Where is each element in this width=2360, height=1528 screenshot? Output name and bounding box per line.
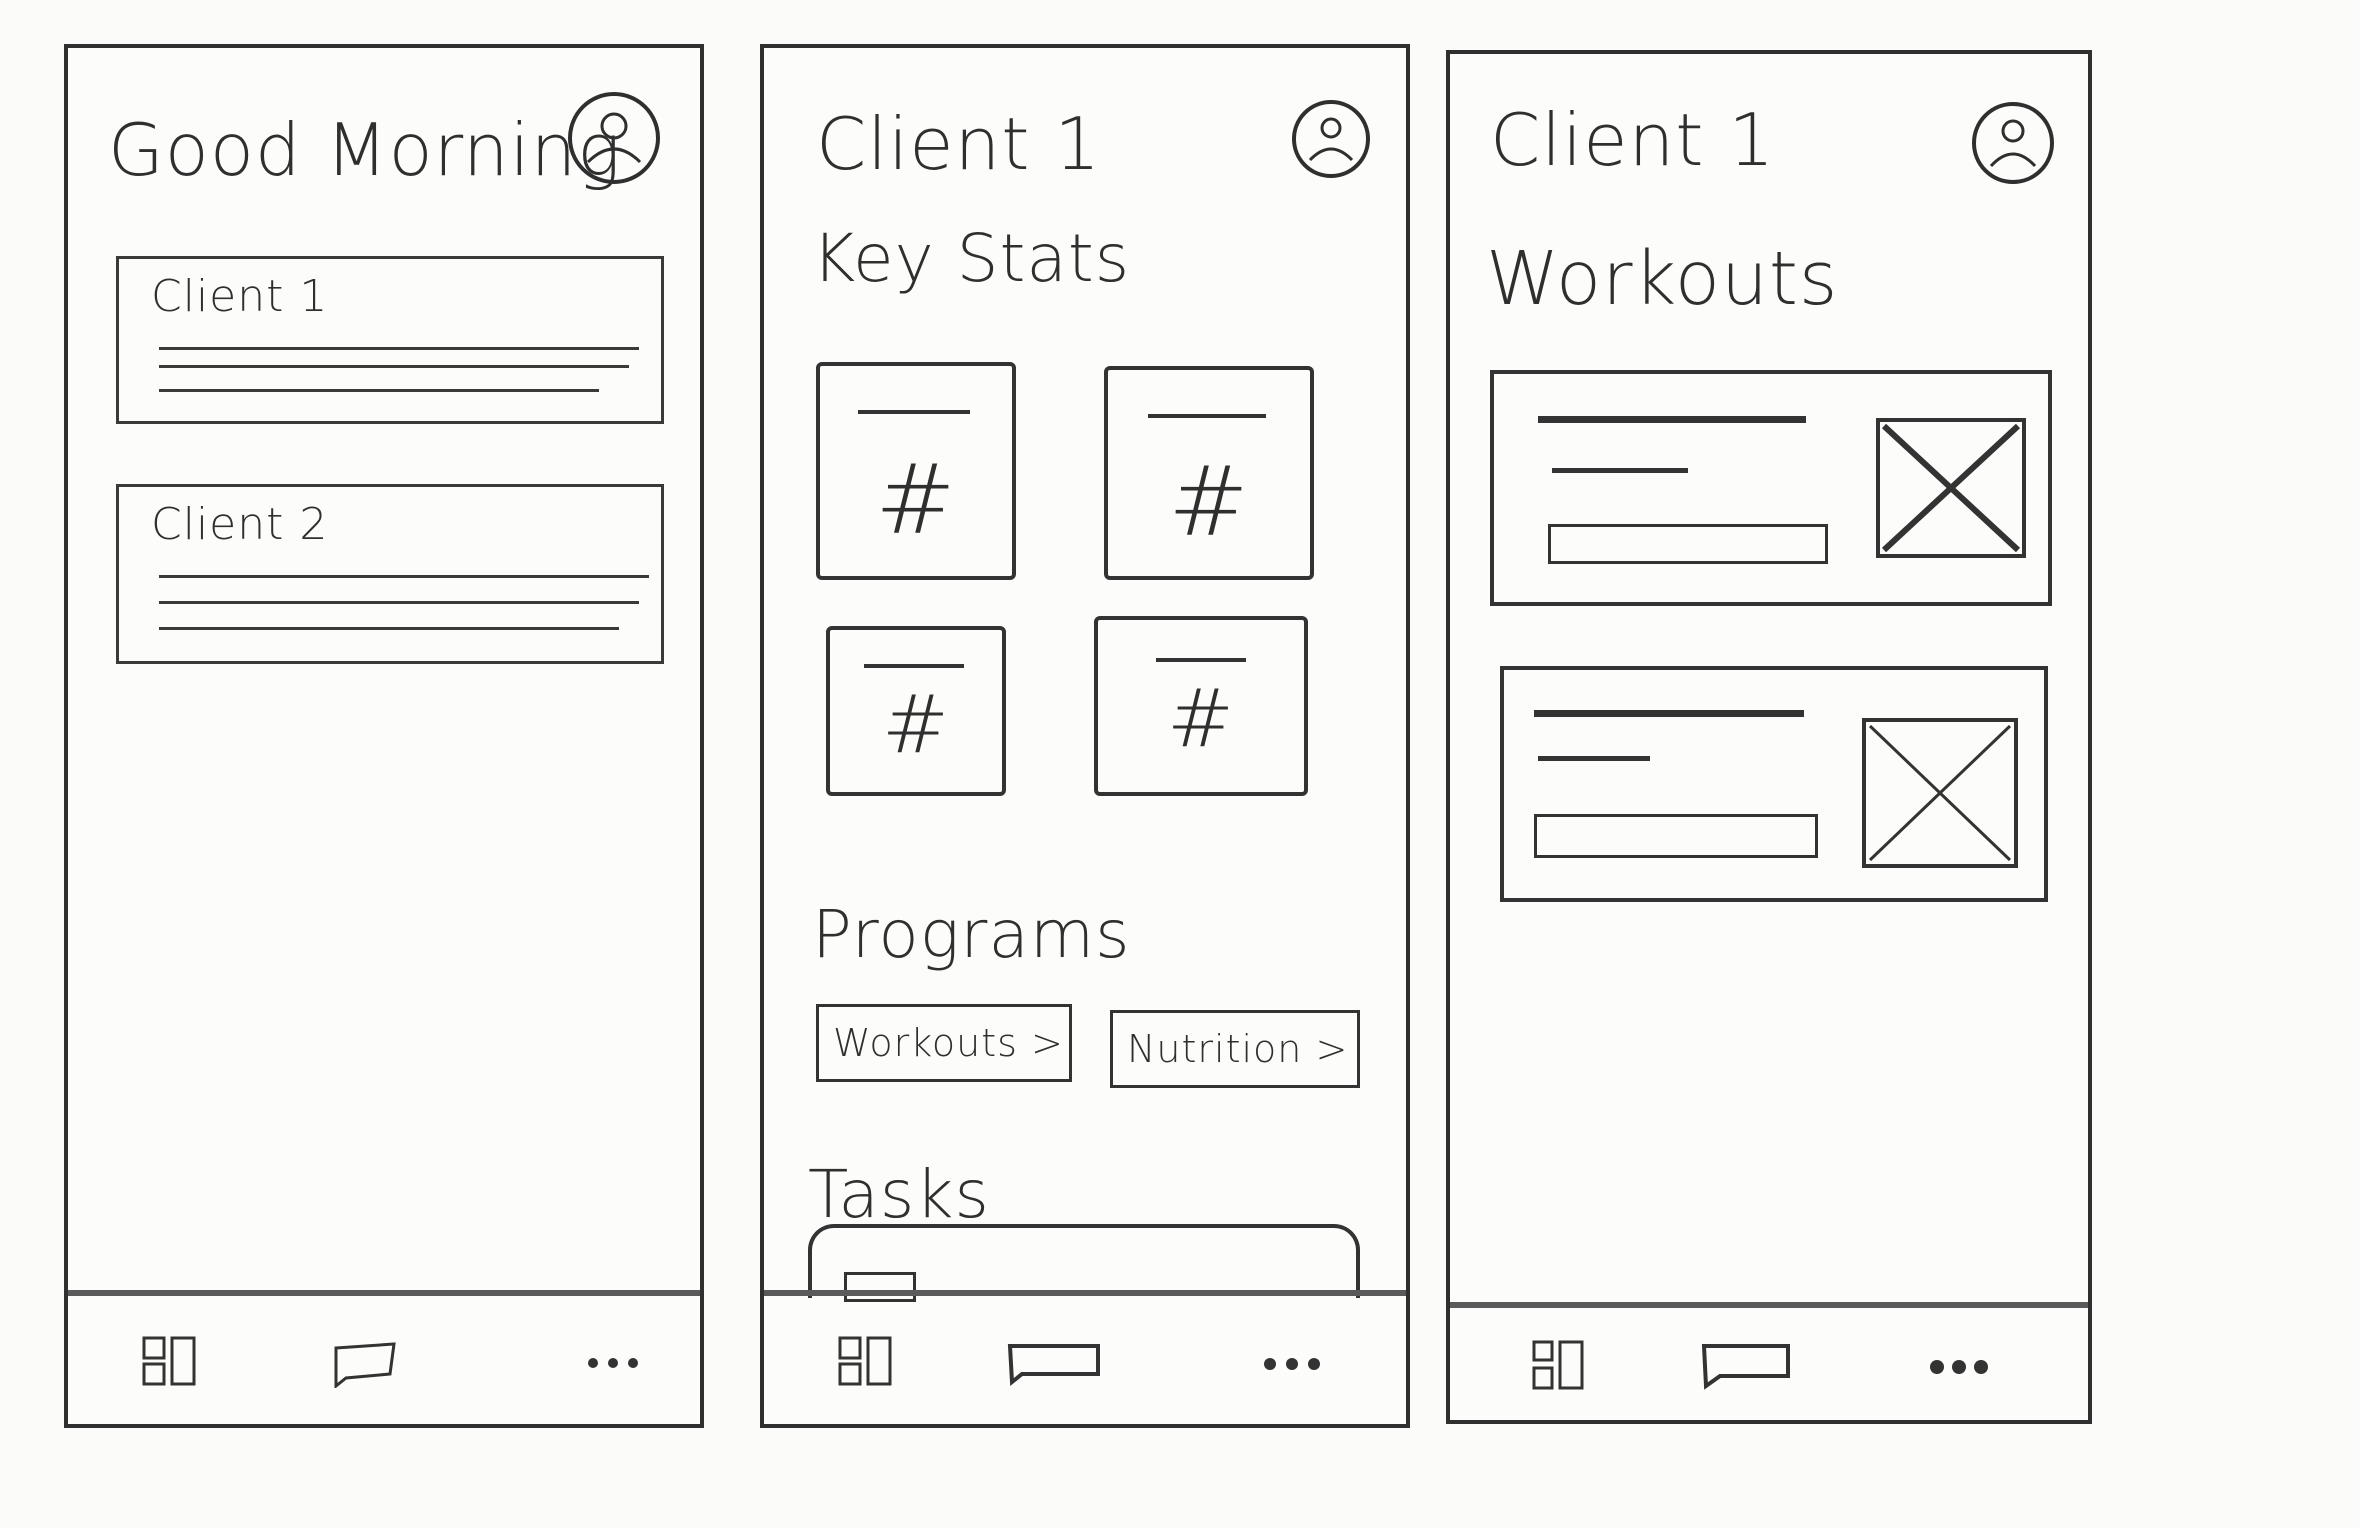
grid-icon[interactable]: [1530, 1338, 1590, 1398]
workout-image-placeholder: [1862, 718, 2018, 868]
workout-progress-bar: [1548, 524, 1828, 564]
chat-icon[interactable]: [1004, 1340, 1104, 1390]
stat-card[interactable]: #: [1104, 366, 1314, 580]
client-card-label: Client 1: [151, 271, 329, 322]
client-title: Client 1: [816, 102, 1102, 186]
tasks-heading: Tasks: [808, 1156, 990, 1233]
stat-label-line: [1155, 658, 1247, 662]
chat-icon[interactable]: [330, 1340, 400, 1392]
placeholder-line: [159, 347, 639, 350]
user-avatar-icon[interactable]: [1292, 100, 1370, 178]
stat-label-line: [1148, 414, 1266, 418]
client-card-label: Client 2: [151, 499, 329, 550]
workout-image-placeholder: [1876, 418, 2026, 558]
stat-label-line: [864, 664, 965, 668]
placeholder-line: [159, 365, 629, 368]
workout-subtitle-line: [1552, 468, 1688, 473]
bottom-tab-bar: [68, 1290, 700, 1424]
client-detail-screen: Client 1 Key Stats # # # # Programs Work…: [760, 44, 1410, 1428]
stat-label-line: [858, 410, 970, 414]
user-avatar-icon[interactable]: [568, 92, 660, 184]
stat-card[interactable]: #: [1094, 616, 1308, 796]
grid-icon[interactable]: [836, 1334, 896, 1394]
task-checkbox[interactable]: [844, 1272, 916, 1302]
home-screen: Good Morning Client 1 Client 2: [64, 44, 704, 1428]
stat-value: #: [1166, 672, 1236, 765]
client-card-1[interactable]: Client 1: [116, 256, 664, 424]
bottom-tab-bar: [1450, 1302, 2088, 1420]
placeholder-line: [159, 389, 599, 392]
stat-value: #: [875, 444, 957, 556]
placeholder-line: [159, 627, 619, 630]
stat-value: #: [881, 678, 951, 771]
workouts-screen: Client 1 Workouts: [1446, 50, 2092, 1424]
more-dots-icon[interactable]: [588, 1358, 648, 1372]
more-dots-icon[interactable]: [1930, 1360, 2000, 1376]
workouts-program-button[interactable]: Workouts >: [816, 1004, 1072, 1082]
grid-icon[interactable]: [140, 1334, 200, 1394]
stat-value: #: [1168, 446, 1250, 558]
chat-icon[interactable]: [1698, 1340, 1794, 1396]
stat-card[interactable]: #: [816, 362, 1016, 580]
user-avatar-icon[interactable]: [1972, 102, 2054, 184]
placeholder-line: [159, 575, 649, 578]
placeholder-line: [159, 601, 639, 604]
workout-card[interactable]: [1500, 666, 2048, 902]
workout-title-line: [1538, 416, 1806, 423]
programs-heading: Programs: [812, 896, 1131, 973]
more-dots-icon[interactable]: [1264, 1358, 1334, 1374]
nutrition-program-button[interactable]: Nutrition >: [1110, 1010, 1360, 1088]
workout-card[interactable]: [1490, 370, 2052, 606]
workout-title-line: [1534, 710, 1804, 717]
bottom-tab-bar: [764, 1290, 1406, 1424]
client-card-2[interactable]: Client 2: [116, 484, 664, 664]
task-card[interactable]: [808, 1224, 1360, 1302]
workouts-heading: Workouts: [1486, 236, 1839, 322]
greeting-title: Good Morning: [108, 108, 622, 192]
workout-subtitle-line: [1538, 756, 1650, 761]
workout-progress-bar: [1534, 814, 1818, 858]
client-title: Client 1: [1490, 98, 1776, 182]
stat-card[interactable]: #: [826, 626, 1006, 796]
key-stats-heading: Key Stats: [812, 220, 1131, 297]
